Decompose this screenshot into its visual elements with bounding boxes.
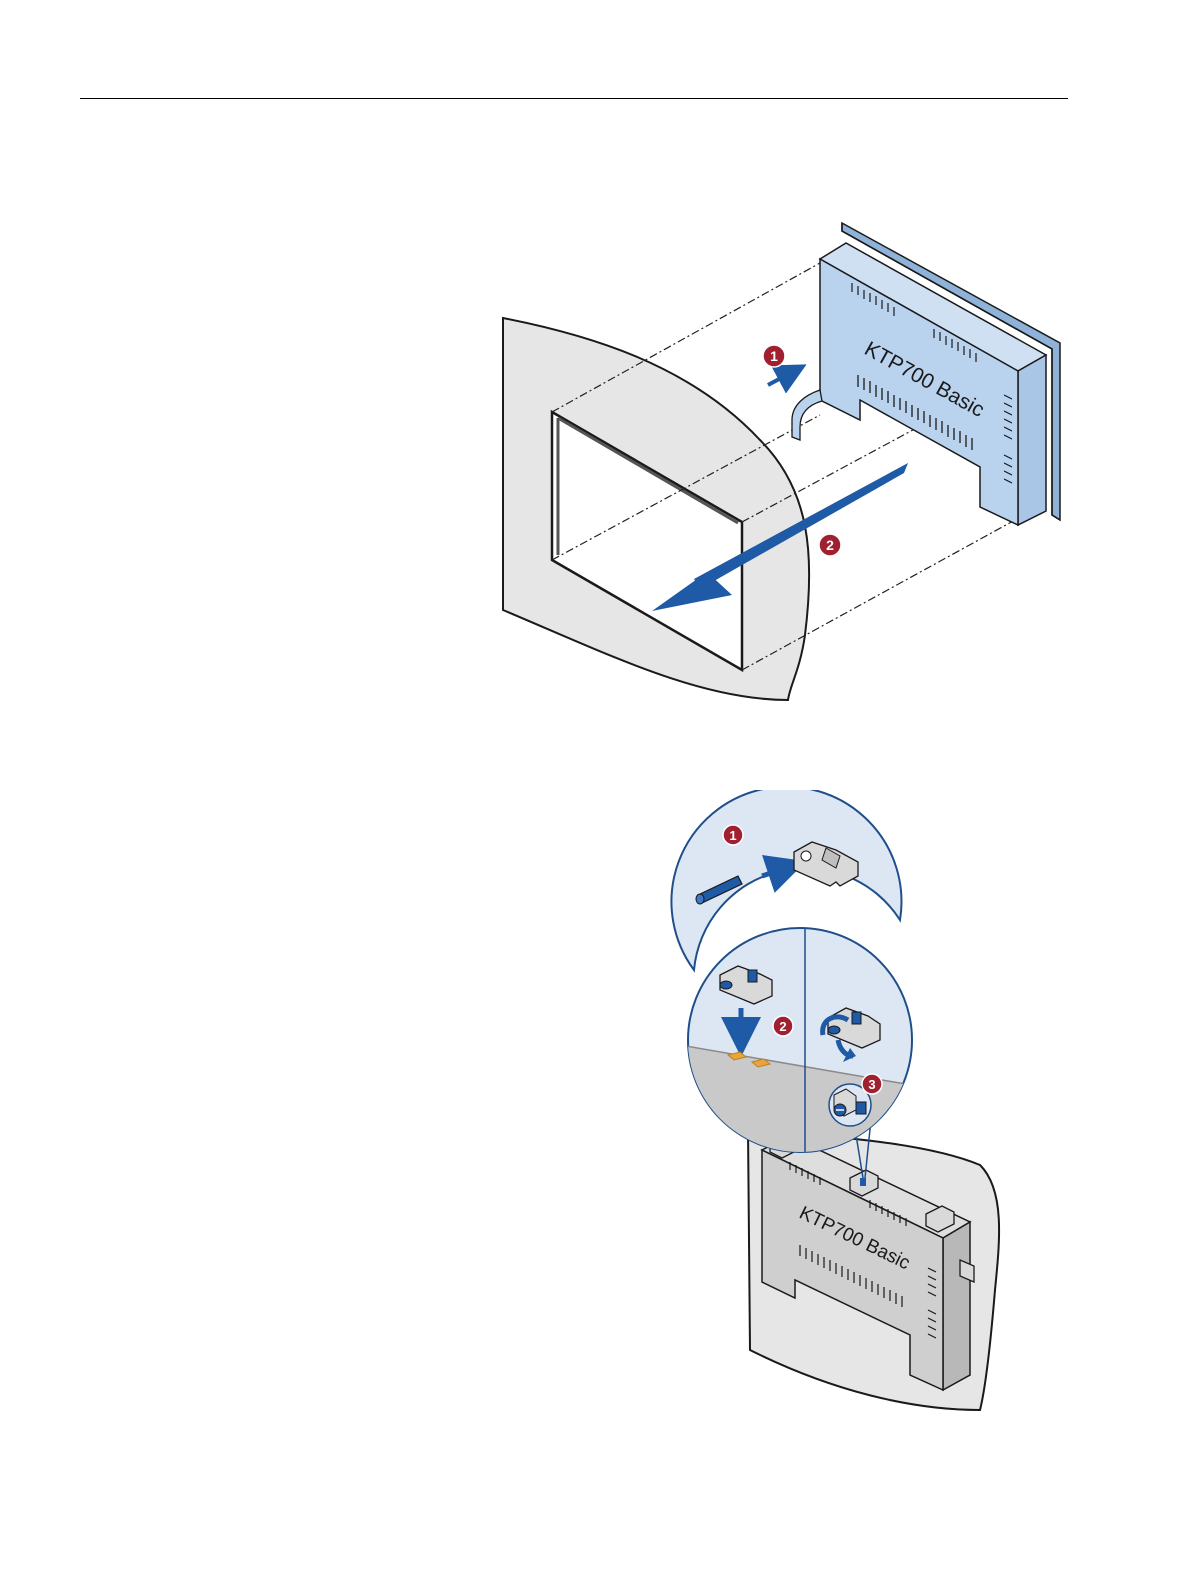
clamp-fixing-illustration: KTP700 Basic	[660, 790, 1020, 1415]
hmi-device-blue: KTP700 Basic	[820, 223, 1060, 525]
svg-text:1: 1	[729, 828, 736, 843]
step-1-marker: 1	[723, 825, 743, 845]
step-3-marker: 3	[862, 1074, 882, 1094]
step-2-marker: 2	[819, 534, 841, 556]
svg-text:3: 3	[868, 1077, 875, 1092]
step-2-callout: 2 3	[680, 910, 940, 1170]
insertion-illustration: KTP700 Basic 1 2	[470, 215, 1090, 715]
insert-arrow-icon	[768, 370, 796, 385]
seal-strip	[792, 390, 822, 440]
step-1-marker: 1	[763, 345, 785, 367]
svg-text:2: 2	[826, 537, 834, 553]
header-rule	[80, 98, 1068, 99]
svg-text:1: 1	[770, 348, 778, 364]
svg-text:2: 2	[779, 1019, 786, 1034]
step-2-marker: 2	[773, 1016, 793, 1036]
